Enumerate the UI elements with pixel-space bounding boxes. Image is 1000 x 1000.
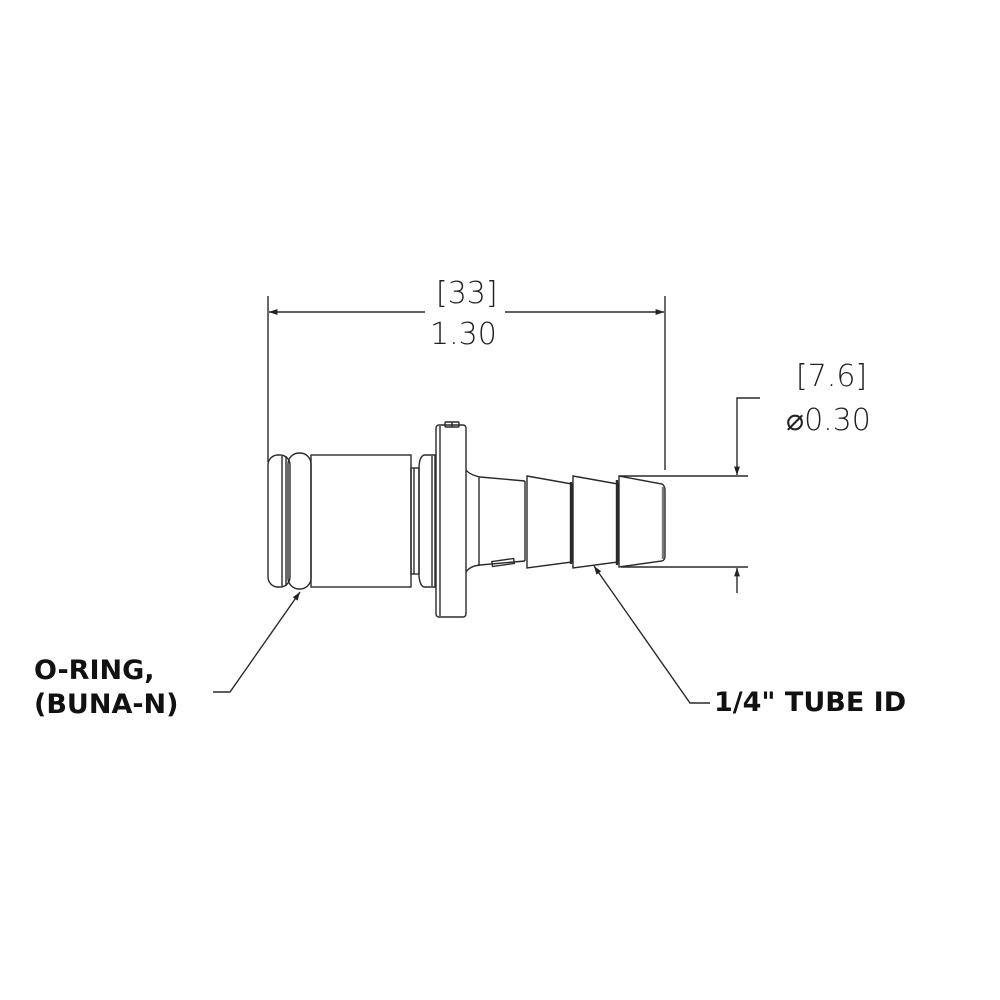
barb-2 <box>569 475 619 569</box>
diameter-value: ⌀0.30 <box>786 403 871 438</box>
diameter-metric: [7.6] <box>796 359 868 394</box>
barb-transition <box>465 469 526 573</box>
diameter-symbol-icon: ⌀ <box>786 403 805 438</box>
diameter-imperial: 0.30 <box>804 403 871 438</box>
overall-length-metric: [33] <box>436 276 498 311</box>
body-neck <box>410 454 436 588</box>
body-cylinder <box>310 454 412 588</box>
oring-callout-line1: O-RING, <box>34 655 155 686</box>
tube-callout: 1/4" TUBE ID <box>714 687 907 718</box>
oring-shape <box>267 452 312 590</box>
overall-length-imperial: 1.30 <box>430 317 497 352</box>
oring-leader <box>213 591 301 693</box>
barb-3-tip <box>615 475 666 568</box>
overall-length-dimension <box>267 296 666 470</box>
tube-leader <box>593 565 710 704</box>
diameter-dimension <box>620 397 760 593</box>
oring-callout-line2: (BUNA-N) <box>34 689 179 720</box>
barb-1 <box>524 475 573 569</box>
flange <box>435 421 467 618</box>
oring-callout: O-RING, (BUNA-N) <box>34 654 178 722</box>
